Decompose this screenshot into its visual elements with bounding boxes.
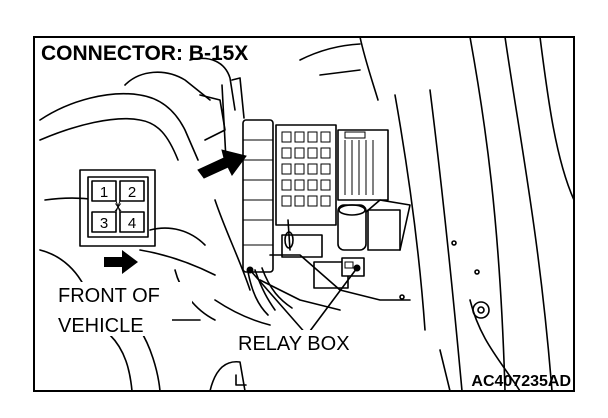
front-label-bg-2: [52, 312, 172, 336]
connector-title: CONNECTOR: B-15X: [41, 42, 248, 65]
pin-label-x: X: [114, 202, 122, 214]
relay-cube: [367, 209, 401, 251]
front-label-line2: VEHICLE: [58, 315, 144, 337]
body-panel-lines: [209, 36, 575, 392]
pin-cell-4: [119, 211, 145, 233]
pin-cell-3: [91, 211, 117, 233]
connector-face-diagram: 1 2 X 3 4: [79, 169, 156, 247]
relay-block: [337, 129, 389, 201]
connector-stack: [242, 119, 274, 273]
relay-cylinder: [337, 204, 367, 251]
pin-label-1: 1: [100, 184, 108, 201]
connector-pointer-arrow-icon: [197, 149, 247, 179]
front-arrow-icon: [104, 250, 138, 274]
figure-code: AC407235AD: [471, 373, 571, 390]
front-label-bg: [52, 282, 192, 306]
small-relay: [281, 234, 323, 258]
fuse-block: [275, 124, 337, 226]
pin-cell-2: [119, 180, 145, 202]
pin-cell-1: [91, 180, 117, 202]
pin-label-2: 2: [128, 184, 136, 201]
fuse-grid: [281, 131, 331, 207]
relay-box-label: RELAY BOX: [238, 333, 350, 355]
pin-label-3: 3: [100, 215, 108, 232]
relay-box-leaders: [249, 267, 358, 336]
relay-box: [221, 77, 411, 316]
front-label-line1: FRONT OF: [58, 285, 160, 307]
pin-label-4: 4: [128, 215, 136, 232]
relay-label-bg: [236, 330, 376, 354]
